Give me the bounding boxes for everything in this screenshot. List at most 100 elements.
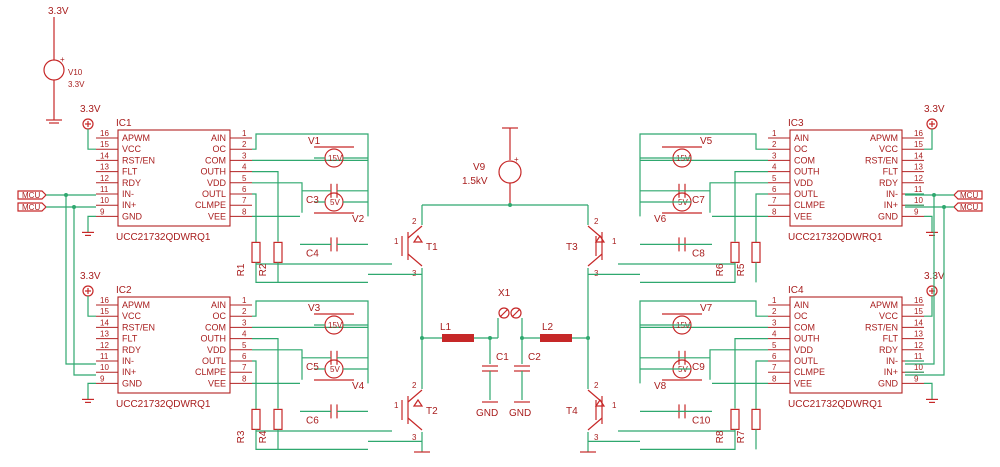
pin-number: 13: [100, 163, 109, 172]
pin-label: IN+: [122, 200, 136, 210]
pin-label: VEE: [794, 211, 812, 221]
pin-label: OC: [794, 311, 808, 321]
pin-label: IN-: [886, 356, 898, 366]
pin-number: 14: [914, 318, 923, 327]
pin-label: VDD: [207, 345, 227, 355]
pin-label: OUTH: [201, 334, 227, 344]
pin-label: VDD: [794, 178, 814, 188]
pin-label: VEE: [794, 378, 812, 388]
pin-label: OC: [213, 311, 227, 321]
ic2-ref: IC2: [116, 285, 132, 296]
cap-label: C9: [692, 362, 705, 373]
transistor-label: T1: [426, 242, 438, 253]
pin-label: APWM: [122, 300, 150, 310]
svg-text:3: 3: [412, 269, 417, 278]
pin-number: 16: [100, 129, 109, 138]
pin-label: IN+: [884, 367, 898, 377]
pin-number: 11: [100, 185, 109, 194]
pin-label: RDY: [122, 345, 141, 355]
pin-number: 4: [772, 330, 777, 339]
pin-label: FLT: [122, 334, 138, 344]
pin-number: 12: [100, 174, 109, 183]
resistor-label: R7: [736, 430, 747, 443]
pin-number: 7: [242, 196, 247, 205]
pin-number: 3: [772, 318, 777, 327]
v10-value: 3.3V: [68, 80, 85, 89]
supply-3v3-label: 3.3V: [80, 104, 101, 115]
pin-label: OUTL: [794, 189, 818, 199]
pin-label: VEE: [208, 211, 226, 221]
v9-value: 1.5kV: [462, 176, 488, 187]
pin-label: IN-: [886, 189, 898, 199]
pin-label: CLMPE: [794, 200, 825, 210]
pin-number: 3: [772, 151, 777, 160]
pin-label: CLMPE: [195, 200, 226, 210]
pin-label: VCC: [879, 144, 899, 154]
mcu-label-1: MCU: [22, 191, 40, 200]
pin-number: 10: [914, 196, 923, 205]
pin-number: 2: [242, 140, 247, 149]
power-stage: + V9 1.5kV L1 L2 X1 C1 C2: [414, 127, 596, 453]
transistor-label: T2: [426, 406, 438, 417]
svg-text:1: 1: [612, 401, 617, 410]
pin-label: VCC: [879, 311, 899, 321]
pin-number: 14: [100, 318, 109, 327]
svg-text:2: 2: [594, 217, 599, 226]
pin-number: 9: [914, 374, 919, 383]
supply-3v3-label: 3.3V: [80, 271, 101, 282]
ic1-ref: IC1: [116, 118, 132, 129]
pin-label: VCC: [122, 311, 142, 321]
pin-number: 16: [914, 129, 923, 138]
x1-label: X1: [498, 288, 511, 299]
l1-label: L1: [440, 322, 452, 333]
pin-label: COM: [794, 155, 815, 165]
v-source-label: V8: [654, 381, 667, 392]
svg-text:2: 2: [412, 381, 417, 390]
pin-number: 10: [100, 196, 109, 205]
pin-number: 6: [242, 185, 247, 194]
pin-number: 15: [914, 140, 923, 149]
svg-text:2: 2: [412, 217, 417, 226]
pin-label: VDD: [794, 345, 814, 355]
pin-label: AIN: [794, 133, 809, 143]
pin-label: GND: [878, 211, 899, 221]
supply-3v3-label: 3.3V: [924, 104, 945, 115]
pin-number: 6: [772, 185, 777, 194]
source-value: 5V: [330, 365, 340, 374]
pin-number: 12: [914, 341, 923, 350]
v10-source: 3.3V + V10 3.3V: [43, 6, 85, 124]
cap-label: C3: [306, 195, 319, 206]
mcu-left: MCU MCU: [17, 190, 96, 376]
pin-number: 1: [242, 296, 247, 305]
v-source-label: V4: [352, 381, 365, 392]
svg-text:3: 3: [594, 433, 599, 442]
cap-label: C7: [692, 195, 705, 206]
pin-number: 1: [242, 129, 247, 138]
pin-label: OUTL: [202, 189, 226, 199]
mcu-label-3: MCU: [960, 191, 978, 200]
pin-number: 14: [100, 151, 109, 160]
pin-label: CLMPE: [794, 367, 825, 377]
pin-number: 10: [914, 363, 923, 372]
pin-label: GND: [878, 378, 899, 388]
resistor-label: R4: [258, 430, 269, 443]
pin-label: APWM: [870, 133, 898, 143]
cap-label: C4: [306, 248, 319, 259]
pin-label: OC: [794, 144, 808, 154]
pin-label: OUTH: [201, 167, 227, 177]
pin-label: COM: [205, 322, 226, 332]
ic4-ref: IC4: [788, 285, 804, 296]
pin-number: 7: [772, 196, 777, 205]
resistor-label: R1: [236, 263, 247, 276]
pin-label: FLT: [122, 167, 138, 177]
pin-number: 12: [100, 341, 109, 350]
pin-label: APWM: [122, 133, 150, 143]
pin-number: 5: [772, 341, 777, 350]
pin-number: 1: [772, 129, 777, 138]
v9-name: V9: [473, 162, 486, 173]
